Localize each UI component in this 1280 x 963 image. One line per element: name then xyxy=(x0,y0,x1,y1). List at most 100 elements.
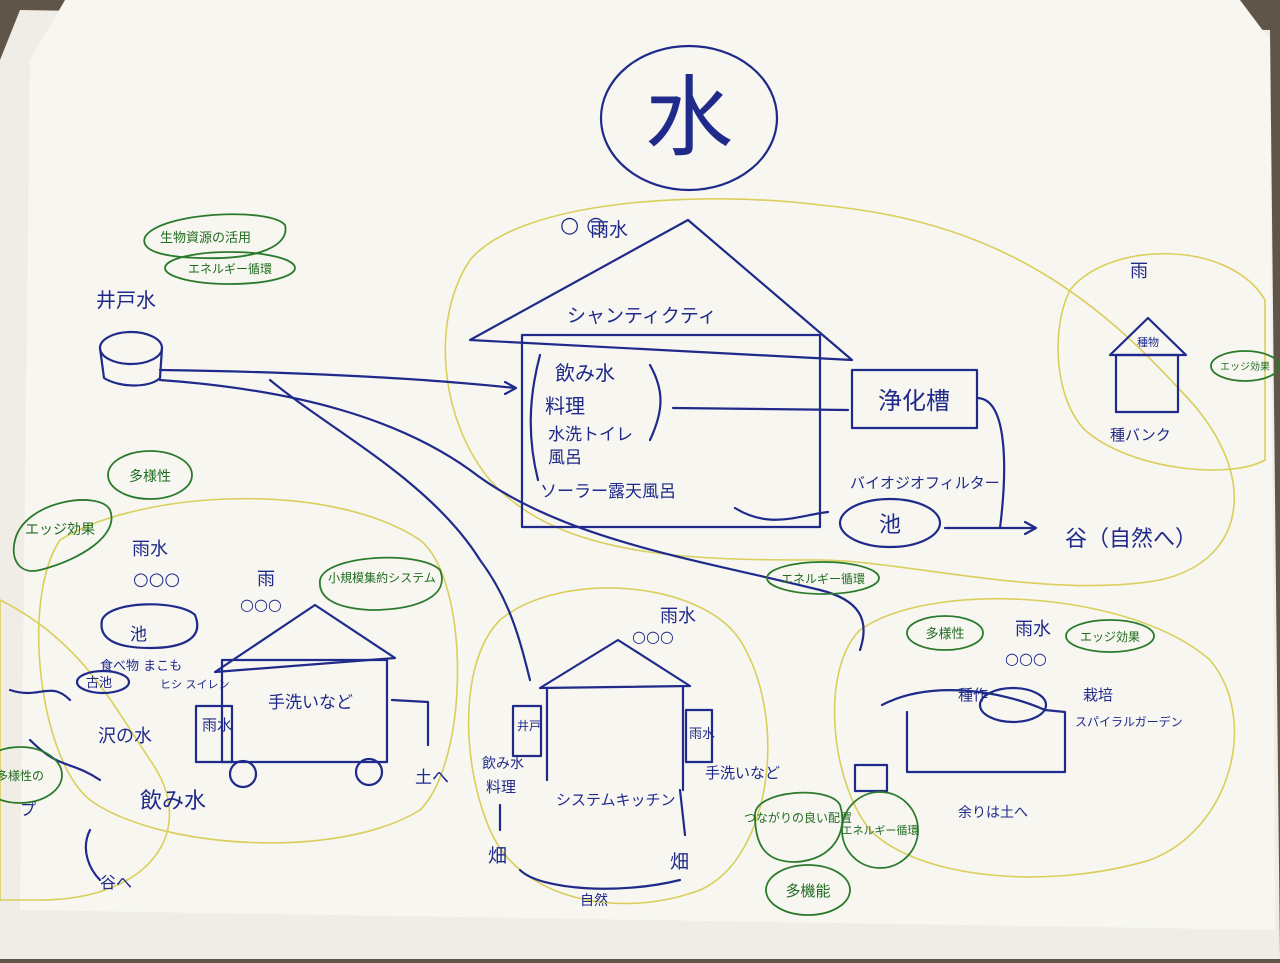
valley-label: 谷（自然へ） xyxy=(1065,527,1197,552)
seed-bank-area-outline xyxy=(1057,252,1266,471)
cart-to-soil-arrow xyxy=(390,698,430,747)
main-rain-label: 雨水 xyxy=(590,219,628,241)
tag-good-relations: つながりの良い配置 xyxy=(744,791,852,863)
right-rain-label: 雨水 xyxy=(1015,619,1051,640)
main-pond-label: 池 xyxy=(879,513,901,538)
vehicle-icon xyxy=(978,686,1048,724)
tag-edge-top: エッジ効果 xyxy=(1210,350,1280,382)
tag-bio-use: 生物資源の活用 xyxy=(143,213,287,260)
kitchen-drinking-label: 飲み水 xyxy=(482,756,524,772)
main-pond-icon xyxy=(838,497,942,549)
paper-sheet-front xyxy=(20,0,1275,930)
raindrop-icon: ○ ○ xyxy=(560,213,605,238)
seed-bank-body xyxy=(1114,353,1180,414)
raindrop-icon: ○○○ xyxy=(1005,649,1047,668)
bath-to-pond-arrow xyxy=(733,506,830,521)
tag-left-partial-label: 多様性の xyxy=(0,769,44,783)
main-area-outline xyxy=(444,198,1236,587)
tag-energy-bottom: エネルギー循環 xyxy=(841,791,919,869)
tag-energy-top: エネルギー循環 xyxy=(164,251,296,285)
use-bath: 風呂 xyxy=(548,448,582,468)
tag-energy-mid: エネルギー循環 xyxy=(766,561,880,595)
cart-house-roof xyxy=(213,603,397,674)
kitchen-right-tank xyxy=(684,708,714,764)
tag-diversity-left: 多様性 xyxy=(107,450,193,500)
tag-edge-right-label: エッジ効果 xyxy=(1080,629,1140,644)
wheel-icon xyxy=(228,759,258,789)
right-area-outline xyxy=(833,598,1236,878)
house-to-purifier-arrow xyxy=(671,406,850,412)
tag-small-scale: 小規模集約システム xyxy=(319,556,443,611)
raindrop-icon: ○○○ xyxy=(632,627,674,646)
kitchen-right-tank-label: 雨水 xyxy=(689,727,715,742)
vehicle-label: 種作 xyxy=(958,686,988,704)
kitchen-roof xyxy=(538,638,692,690)
well-label: 井戸水 xyxy=(96,288,156,312)
purifier-to-valley-line xyxy=(976,396,1006,530)
tag-energy-bottom-label: エネルギー循環 xyxy=(842,824,919,837)
far-left-area-outline xyxy=(0,599,171,901)
title-circle xyxy=(599,44,779,192)
cart-tank-box xyxy=(194,704,234,764)
tag-good-relations-label: つながりの良い配置 xyxy=(744,810,852,825)
main-house-roof xyxy=(468,218,854,362)
field-left-label: 畑 xyxy=(488,845,507,867)
nature-label: 自然 xyxy=(580,892,608,909)
arrow-head-icon xyxy=(503,380,518,396)
purifier-box xyxy=(850,368,979,430)
raindrop-icon: ○○○ xyxy=(133,569,180,590)
main-house-body xyxy=(520,333,822,529)
purifier-label: 浄化槽 xyxy=(878,387,950,415)
tag-energy-top-label: エネルギー循環 xyxy=(188,262,272,276)
kitchen-rain-label: 雨水 xyxy=(660,606,696,627)
second-pond-label: 古池 xyxy=(86,676,112,691)
well-to-right-pipe xyxy=(158,378,865,652)
right-tank-box xyxy=(853,763,889,793)
house-name-label: シャンティクティ xyxy=(567,305,717,327)
left-edge-label: プ xyxy=(20,800,36,819)
use-drinking: 飲み水 xyxy=(555,361,615,385)
plants-label: ヒシ スイレン xyxy=(160,678,230,691)
kitchen-walls xyxy=(545,684,685,792)
diagram-title: 水 xyxy=(645,66,733,169)
cart-rain-label: 雨 xyxy=(257,569,275,590)
cart-tank-label: 雨水 xyxy=(202,716,232,734)
kitchen-cooking-label: 料理 xyxy=(486,778,516,796)
tag-small-scale-label: 小規模集約システム xyxy=(328,570,436,585)
left-area-outline xyxy=(37,497,459,844)
tag-edge-right: エッジ効果 xyxy=(1065,619,1155,653)
fields-bracket xyxy=(518,868,682,890)
drinking-water-label: 飲み水 xyxy=(140,789,206,814)
tag-diversity-right: 多様性 xyxy=(906,615,984,651)
arrow-head-icon xyxy=(1023,520,1038,536)
kitchen-handwash-label: 手洗いなど xyxy=(705,764,780,782)
tag-energy-mid-label: エネルギー循環 xyxy=(781,572,865,586)
well-body-icon xyxy=(98,346,164,387)
tag-edge-left: エッジ効果 xyxy=(12,499,113,572)
spiral-garden-label: スパイラルガーデン xyxy=(1075,714,1183,729)
solar-bath-label: ソーラー露天風呂 xyxy=(540,482,676,502)
left-pond-label: 池 xyxy=(130,625,147,645)
tag-edge-left-label: エッジ効果 xyxy=(25,522,95,538)
wheel-icon xyxy=(354,757,384,787)
kitchen-area-outline xyxy=(467,587,769,905)
left-rain-label: 雨水 xyxy=(132,539,168,560)
cart-to-soil-label: 土へ xyxy=(415,768,449,788)
kitchen-left-tank-label: 井戸 xyxy=(517,719,541,733)
seed-rain-label: 雨 xyxy=(1130,261,1148,282)
uses-right-bracket xyxy=(648,363,662,442)
stream-flow-lines xyxy=(8,688,102,882)
tag-left-partial: 多様性の xyxy=(0,746,63,804)
stream-water-label: 沢の水 xyxy=(98,726,152,747)
kitchen-left-tank xyxy=(511,704,543,758)
seed-bank-label: 種バンク xyxy=(1110,426,1171,444)
tag-multi-function-label: 多機能 xyxy=(785,882,830,900)
right-to-soil-label: 余りは土へ xyxy=(958,804,1028,821)
system-kitchen-label: システムキッチン xyxy=(556,791,676,809)
to-valley-label: 谷へ xyxy=(100,873,132,892)
creatures-label: 食べ物 まこも xyxy=(100,658,182,674)
farming-label: 栽培 xyxy=(1083,686,1113,704)
field-right-label: 畑 xyxy=(670,851,689,873)
kitchen-down-arrows xyxy=(498,788,687,837)
